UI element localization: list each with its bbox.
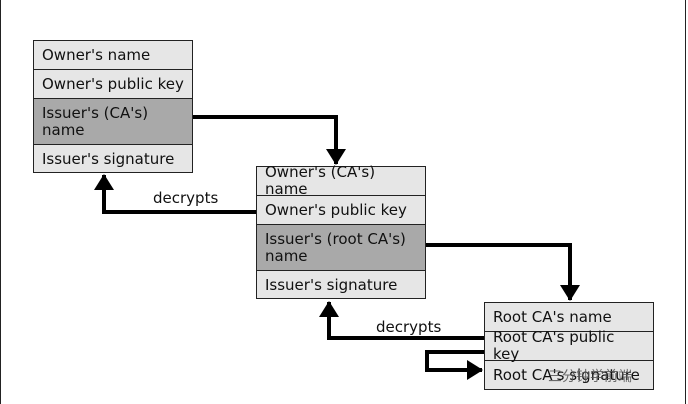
decrypts-label-2: decrypts <box>376 318 442 336</box>
certificate-1: Owner's name Owner's public key Issuer's… <box>33 40 193 173</box>
cert1-owner-public-key: Owner's public key <box>34 70 192 99</box>
cert2-issuer-name: Issuer's (root CA's) name <box>257 225 425 271</box>
cert2-issuer-signature: Issuer's signature <box>265 276 398 294</box>
arrow-decrypts-cert1 <box>94 174 256 214</box>
certificate-2: Owner's (CA's) name Owner's public key I… <box>256 164 426 299</box>
root-ca-public-key: Root CA's public key <box>485 329 653 363</box>
root-certificate: Root CA's name Root CA's public key Root… <box>484 302 654 390</box>
arrow-self-signed <box>425 350 484 380</box>
arrow-decrypts-cert2 <box>319 301 484 340</box>
cert2-owner-public-key: Owner's public key <box>257 196 425 225</box>
arrow-issuer-to-cert2 <box>193 115 346 165</box>
cert1-issuer-name: Issuer's (CA's) name <box>34 99 192 145</box>
root-ca-signature: Root CA's signature <box>493 366 640 384</box>
decrypts-label-1: decrypts <box>153 189 219 207</box>
cert1-issuer-signature: Issuer's signature <box>42 150 175 168</box>
arrow-issuer-to-root <box>426 243 580 301</box>
cert2-owner-name: Owner's (CA's) name <box>257 164 425 198</box>
cert1-owner-name: Owner's name <box>34 41 192 70</box>
root-ca-name: Root CA's name <box>485 303 653 332</box>
watermark-text: 三分钟学前端 <box>548 369 632 385</box>
